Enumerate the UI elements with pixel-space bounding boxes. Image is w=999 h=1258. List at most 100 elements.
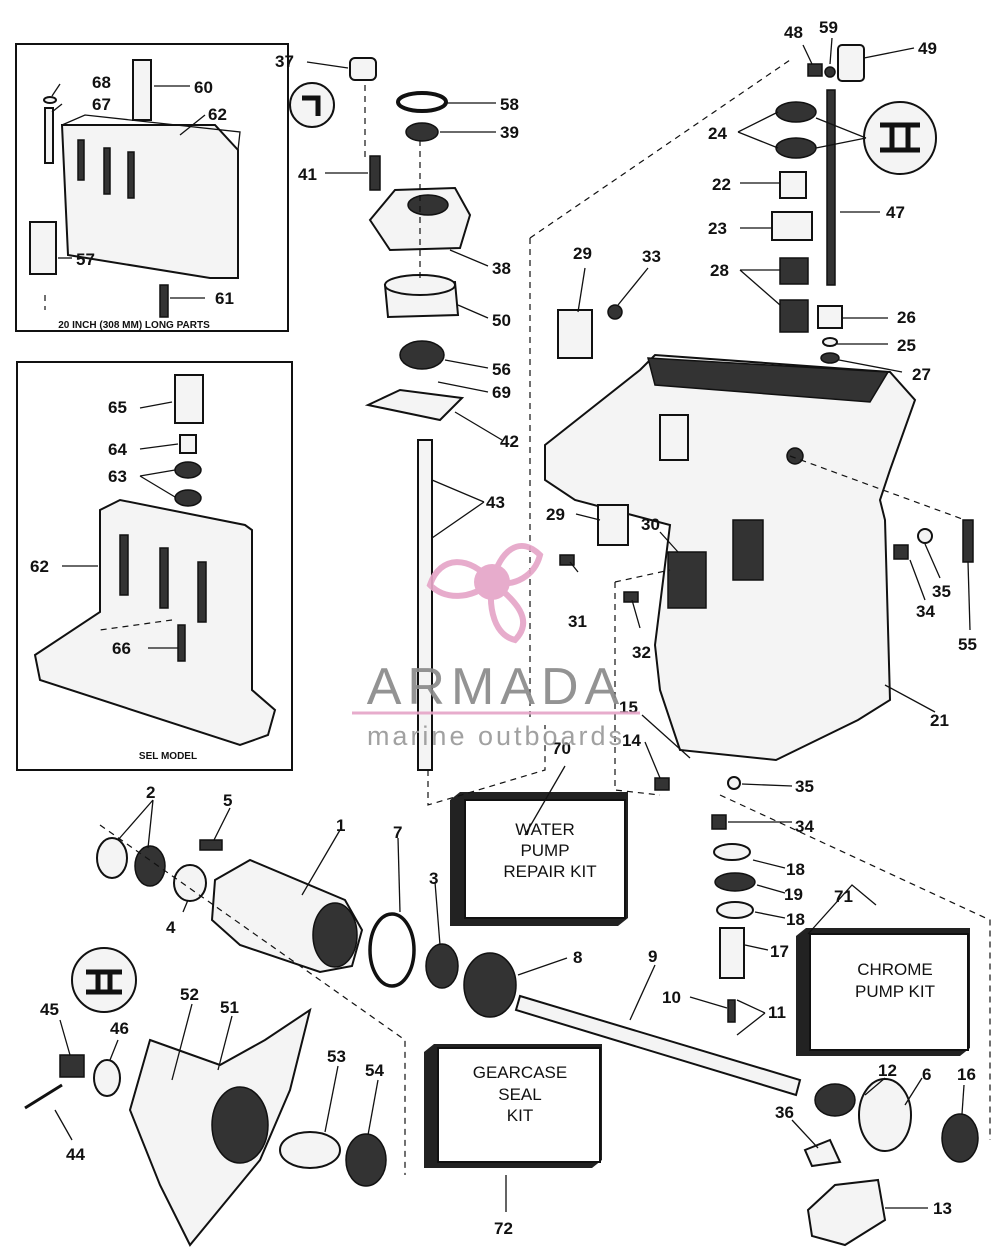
- callout-3: 3: [429, 869, 438, 888]
- part-44-cotter-pin: [24, 1083, 63, 1110]
- callout-49: 49: [918, 39, 937, 58]
- callout-67: 67: [92, 95, 111, 114]
- callout-60: 60: [194, 78, 213, 97]
- callout-9: 9: [648, 947, 657, 966]
- callout-21: 21: [930, 711, 949, 730]
- callout-63: 63: [108, 467, 127, 486]
- callout-37: 37: [275, 52, 294, 71]
- part-42-plate: [364, 388, 465, 422]
- callout-7: 7: [393, 823, 402, 842]
- svg-text:REPAIR KIT: REPAIR KIT: [503, 862, 596, 881]
- callout-68: 68: [92, 73, 111, 92]
- part-19-bearing: [714, 872, 756, 892]
- callout-18-lower: 18: [786, 910, 805, 929]
- part-36-clip: [803, 1138, 842, 1168]
- callout-17: 17: [770, 942, 789, 961]
- part-30-grille: [667, 551, 707, 609]
- assembly-dashed-lines: [44, 59, 991, 1175]
- callout-33: 33: [642, 247, 661, 266]
- part-53-spacer: [279, 1131, 341, 1169]
- part-66-screw: [177, 624, 186, 662]
- callout-28: 28: [710, 261, 729, 280]
- callout-48: 48: [784, 23, 803, 42]
- callout-45: 45: [40, 1000, 59, 1019]
- callout-29-lower: 29: [546, 505, 565, 524]
- callout-46: 46: [110, 1019, 129, 1038]
- part-7-o-ring: [368, 912, 416, 988]
- part-32-screw: [623, 591, 639, 603]
- callout-58: 58: [500, 95, 519, 114]
- callout-41: 41: [298, 165, 317, 184]
- callout-26: 26: [897, 308, 916, 327]
- part-61-screw: [159, 284, 169, 318]
- callout-10: 10: [662, 988, 681, 1007]
- part-9-propeller-shaft: [514, 994, 802, 1097]
- part-12-clutch: [814, 1083, 856, 1117]
- part-3-bearing: [425, 943, 459, 989]
- inset-long-caption: 20 INCH (308 MM) LONG PARTS: [58, 320, 210, 331]
- callout-34-lower: 34: [795, 817, 814, 836]
- part-27-washer: [820, 352, 840, 364]
- callout-14: 14: [622, 731, 641, 750]
- callout-64: 64: [108, 440, 127, 459]
- thrust-callout-circle: [71, 947, 137, 1013]
- callout-2: 2: [146, 783, 155, 802]
- gasket-callout-circle: [289, 82, 335, 128]
- svg-text:GEARCASE: GEARCASE: [473, 1063, 567, 1082]
- callout-13: 13: [933, 1199, 952, 1218]
- part-58-o-ring: [396, 91, 448, 113]
- callout-50: 50: [492, 311, 511, 330]
- kit-72-gearcase-seal: GEARCASE SEAL KIT: [424, 1044, 602, 1168]
- part-10-pin: [727, 999, 736, 1023]
- part-39-seal: [405, 122, 439, 142]
- callout-5: 5: [223, 791, 232, 810]
- inset-sel-model-box: [16, 361, 293, 771]
- part-67-pin: [44, 107, 54, 164]
- part-23-spacer: [771, 211, 813, 241]
- inset-sel-caption: SEL MODEL: [139, 751, 197, 762]
- svg-text:CHROME: CHROME: [857, 960, 933, 979]
- part-22-bushing: [779, 171, 807, 199]
- part-62-exhaust-housing-sel: [33, 498, 277, 747]
- callout-51: 51: [220, 998, 239, 1017]
- callout-32: 32: [632, 643, 651, 662]
- kit-71-chrome-pump: CHROME PUMP KIT: [796, 928, 970, 1056]
- part-54-washer: [345, 1133, 387, 1187]
- callout-53: 53: [327, 1047, 346, 1066]
- part-34-plug-upper: [893, 544, 909, 560]
- callout-18-upper: 18: [786, 860, 805, 879]
- callout-43: 43: [486, 493, 505, 512]
- part-17-pinion: [719, 927, 745, 979]
- callout-34-upper: 34: [916, 602, 935, 621]
- part-18-washer-upper: [713, 843, 751, 861]
- part-60-tube: [132, 59, 152, 121]
- watermark-tagline: marine outboards: [367, 721, 625, 751]
- part-33-nut: [607, 304, 623, 320]
- part-1-bearing-housing: [210, 858, 364, 974]
- callout-6: 6: [922, 1065, 931, 1084]
- part-14-screw: [654, 777, 670, 791]
- part-18-washer-lower: [716, 901, 754, 919]
- part-46-spacer: [93, 1059, 121, 1097]
- callout-38: 38: [492, 259, 511, 278]
- callout-19: 19: [784, 885, 803, 904]
- callout-24: 24: [708, 124, 727, 143]
- callout-44: 44: [66, 1145, 85, 1164]
- part-6-gear: [858, 1078, 912, 1152]
- part-29-anode-upper: [557, 309, 593, 359]
- part-68-washer: [43, 96, 57, 104]
- part-21-gearcase: [544, 353, 917, 762]
- callout-30: 30: [641, 515, 660, 534]
- part-5-screw: [199, 839, 223, 851]
- part-26-bushing: [817, 305, 843, 329]
- part-55-screw: [962, 519, 974, 563]
- callout-31: 31: [568, 612, 587, 631]
- part-47-rod: [826, 89, 836, 286]
- callout-71: 71: [834, 887, 853, 906]
- part-64-bushing: [179, 434, 197, 454]
- callout-22: 22: [712, 175, 731, 194]
- part-43-driveshaft: [417, 439, 433, 771]
- seal-callout-circle: [863, 101, 937, 175]
- part-34-plug-lower: [711, 814, 727, 830]
- callout-35-lower: 35: [795, 777, 814, 796]
